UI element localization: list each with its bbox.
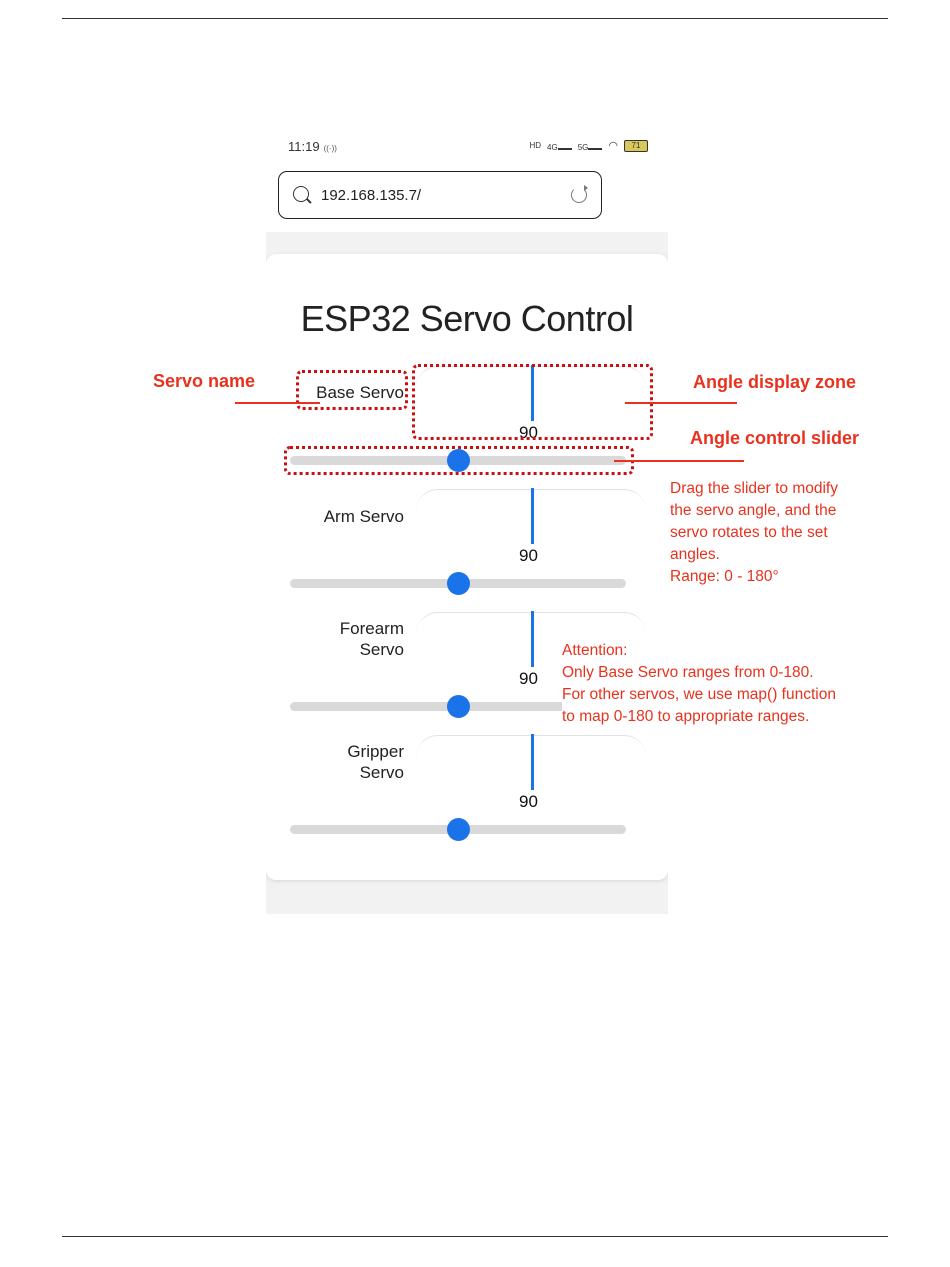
servo-name-base: Base Servo (316, 383, 404, 402)
url-input[interactable]: 192.168.135.7/ (321, 187, 422, 204)
angle-value: 90 (519, 669, 538, 688)
footer-rule (62, 1236, 888, 1237)
angle-zone-highlight-box (412, 364, 653, 440)
angle-gauge-arm: 90 (416, 488, 646, 570)
page-title: ESP32 Servo Control (300, 298, 634, 339)
annotation-attention-note: Attention: Only Base Servo ranges from 0… (562, 640, 892, 728)
status-icons: HD 4G 5G ◠ 71 (529, 139, 648, 152)
reload-icon[interactable] (571, 185, 588, 203)
servo-name-gripper: Gripper Servo (347, 742, 404, 782)
gauge-needle (531, 611, 534, 667)
gauge-needle (531, 734, 534, 790)
status-time: 11:19((·)) (288, 139, 337, 154)
annotation-angle-control-slider: Angle control slider (690, 428, 860, 448)
annotation-slider-note: Drag the slider to modify the servo angl… (670, 480, 838, 585)
browser-chrome: 11:19((·)) HD 4G 5G ◠ 71 192.168.135.7/ (266, 128, 668, 232)
signal-4g-icon: 4G (547, 139, 572, 152)
angle-gauge-gripper: 90 (416, 734, 646, 816)
slider-gripper[interactable] (290, 818, 626, 841)
url-bar[interactable]: 192.168.135.7/ (278, 171, 602, 219)
servo-name-forearm: Forearm Servo (339, 619, 404, 659)
servo-name-highlight-box (296, 370, 408, 410)
angle-value: 90 (519, 546, 538, 565)
signal-5g-icon: 5G (578, 139, 603, 152)
annotation-servo-name-line (235, 402, 320, 404)
wifi-icon: ◠ (608, 140, 618, 152)
angle-value: 90 (519, 792, 538, 811)
annotation-slider-line (614, 460, 744, 462)
slider-thumb[interactable] (447, 449, 470, 472)
gauge-needle (531, 365, 534, 421)
header-rule (62, 18, 888, 19)
annotation-angle-display-zone: Angle display zone (693, 372, 857, 392)
servo-name-arm: Arm Servo (323, 507, 404, 526)
servo-control-card: ESP32 Servo Control Base Servo 90 Arm Se… (266, 254, 668, 880)
slider-base[interactable] (290, 449, 626, 472)
slider-thumb[interactable] (447, 818, 470, 841)
gauge-needle (531, 488, 534, 544)
phone-screenshot: 11:19((·)) HD 4G 5G ◠ 71 192.168.135.7/ … (266, 128, 668, 914)
slider-arm[interactable] (290, 572, 626, 595)
battery-icon: 71 (624, 139, 648, 152)
annotation-servo-name: Servo name (153, 371, 256, 391)
search-icon (293, 186, 309, 202)
status-bar: 11:19((·)) HD 4G 5G ◠ 71 (288, 138, 648, 156)
slider-highlight-box (284, 446, 634, 475)
slider-thumb[interactable] (447, 695, 470, 718)
slider-forearm[interactable] (290, 695, 626, 718)
hd-icon: HD (529, 141, 542, 150)
slider-thumb[interactable] (447, 572, 470, 595)
angle-gauge-forearm: 90 (416, 611, 646, 693)
annotation-angle-zone-line (625, 402, 737, 404)
